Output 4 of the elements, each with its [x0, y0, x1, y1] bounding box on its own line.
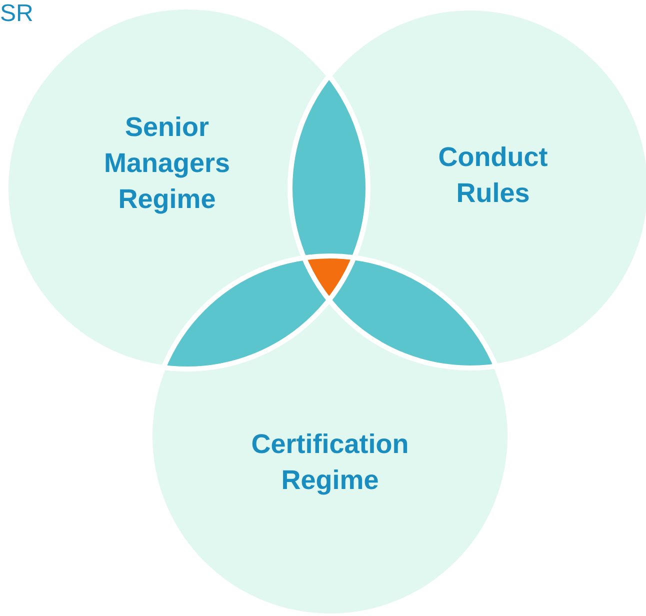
circle-title: Certification Regime	[220, 426, 440, 498]
heading-text: SR	[0, 0, 34, 28]
circle-title: Senior Managers Regime	[77, 108, 257, 218]
circle-title: Conduct Rules	[403, 138, 583, 212]
